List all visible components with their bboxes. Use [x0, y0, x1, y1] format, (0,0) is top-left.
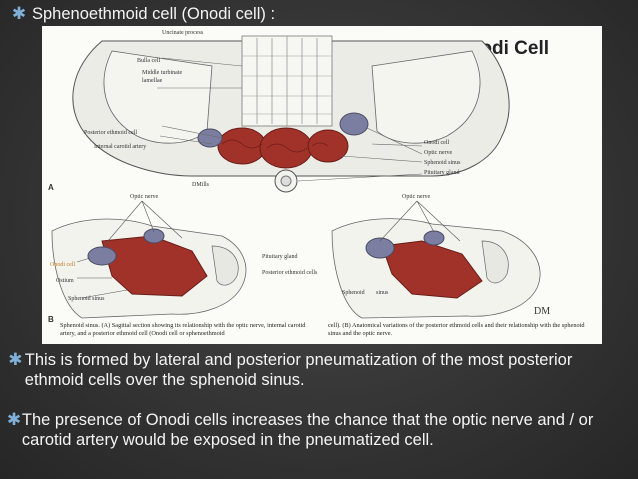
- bullet-2-text: This is formed by lateral and posterior …: [24, 351, 573, 389]
- label-optic-nerve-b-right: Optic nerve: [402, 194, 430, 200]
- signature-b: DM: [534, 306, 550, 317]
- label-pituitary-b: Pituitary gland: [262, 254, 298, 260]
- label-sphenoid-b-right: Sphenoid: [342, 290, 365, 296]
- label-bulla: Bulla cell: [137, 58, 160, 64]
- label-uncinate: Uncinate process: [162, 30, 204, 36]
- label-posterior-ethmoid-a: Posterior ethmoid cell: [84, 130, 137, 136]
- label-optic-nerve-b-left: Optic nerve: [130, 194, 158, 200]
- bullet-3: ✱ The presence of Onodi cells increases …: [6, 410, 626, 450]
- label-onodi-a: Onodi cell: [424, 140, 449, 146]
- asterisk-bullet-icon: ✱: [8, 350, 23, 369]
- panel-a-drawing: [72, 35, 510, 193]
- panel-b-letter: B: [48, 315, 54, 324]
- label-internal-carotid: Internal carotid artery: [94, 144, 146, 150]
- asterisk-bullet-icon: ✱: [6, 410, 22, 429]
- bullet-1: ✱ Sphenoethmoid cell (Onodi cell) :: [6, 4, 275, 24]
- label-sinus-b-right: sinus: [376, 290, 389, 296]
- label-ostium: Ostium: [56, 278, 74, 284]
- asterisk-bullet-icon: ✱: [11, 4, 27, 23]
- label-sphenoid-a: Sphenoid sinus: [424, 160, 461, 166]
- panel-b-right-drawing: [331, 200, 541, 319]
- panel-b-left-drawing: [51, 200, 247, 319]
- label-pituitary-a: Pituitary gland: [424, 170, 460, 176]
- caption-right: cell). (B) Anatomical variations of the …: [328, 322, 585, 337]
- label-onodi-b: Onodi cell: [50, 262, 75, 268]
- signature-a: DMills: [192, 182, 210, 188]
- bullet-1-text: Sphenoethmoid cell (Onodi cell) :: [32, 5, 276, 23]
- label-sphenoid-b-left: Sphenoid sinus: [68, 296, 105, 302]
- label-middle-turbinate: Middle turbinate: [142, 70, 182, 76]
- label-lamellae: lamellae: [142, 78, 163, 84]
- label-optic-nerve-a: Optic nerve: [424, 150, 452, 156]
- onodi-cell-figure: Onodi Cell A Uncinate process: [42, 26, 602, 344]
- caption-left: Sphenoid sinus. (A) Sagittal section sho…: [60, 322, 306, 337]
- bullet-3-text: The presence of Onodi cells increases th…: [21, 411, 594, 449]
- panel-a-letter: A: [48, 183, 54, 192]
- label-posterior-ethmoid-b: Posterior ethmoid cells: [262, 270, 318, 276]
- bullet-2: ✱ This is formed by lateral and posterio…: [6, 350, 626, 390]
- anatomy-illustration: A Uncinate process Bulla cell Middle tur…: [48, 30, 550, 324]
